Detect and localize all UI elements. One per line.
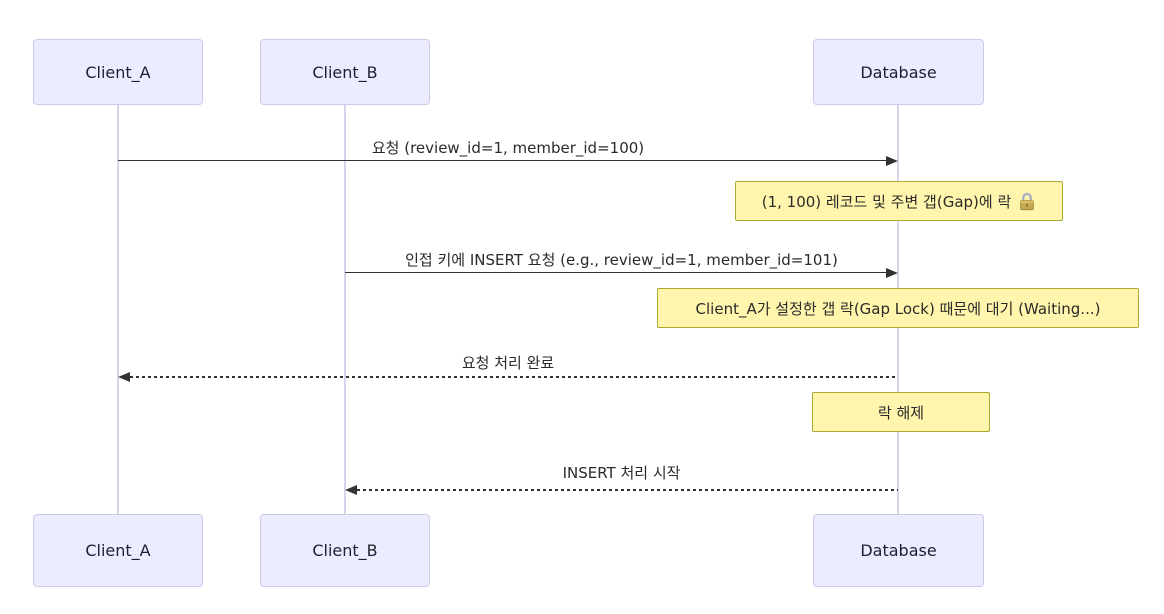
message-1-label: 요청 (review_id=1, member_id=100) [371,139,645,157]
actor-box-database-bottom: Database [813,514,984,587]
message-3-line [130,376,898,378]
actor-box-client-b-bottom: Client_B [260,514,430,587]
message-4-line [357,489,898,491]
message-3-label: 요청 처리 완료 [461,354,555,372]
actor-label: Client_B [312,541,378,560]
lifeline-client-a [117,105,119,514]
lock-icon [1020,192,1034,210]
message-2-line [345,272,888,273]
message-4-label: INSERT 처리 시작 [562,464,681,482]
lifeline-client-b [344,105,346,514]
actor-box-client-b-top: Client_B [260,39,430,105]
note-lock-release: 락 해제 [812,392,990,432]
actor-box-client-a-bottom: Client_A [33,514,203,587]
message-2-label: 인접 키에 INSERT 요청 (e.g., review_id=1, memb… [405,251,838,269]
note-record-gap-lock: (1, 100) 레코드 및 주변 갭(Gap)에 락 [735,181,1063,221]
actor-box-database-top: Database [813,39,984,105]
message-4-arrowhead [345,485,357,495]
message-1-line [118,160,888,161]
note-label: (1, 100) 레코드 및 주변 갭(Gap)에 락 [761,192,1012,211]
actor-label: Database [860,62,937,82]
actor-label: Client_B [312,62,378,82]
note-label: 락 해제 [877,403,925,422]
actor-label: Client_A [85,541,151,560]
message-1-arrowhead [886,156,898,166]
note-label: Client_A가 설정한 갭 락(Gap Lock) 때문에 대기 (Wait… [695,299,1101,318]
message-2-arrowhead [886,268,898,278]
actor-label: Client_A [85,62,151,82]
note-gap-lock-waiting: Client_A가 설정한 갭 락(Gap Lock) 때문에 대기 (Wait… [657,288,1139,328]
actor-label: Database [860,541,937,560]
message-3-arrowhead [118,372,130,382]
actor-box-client-a-top: Client_A [33,39,203,105]
